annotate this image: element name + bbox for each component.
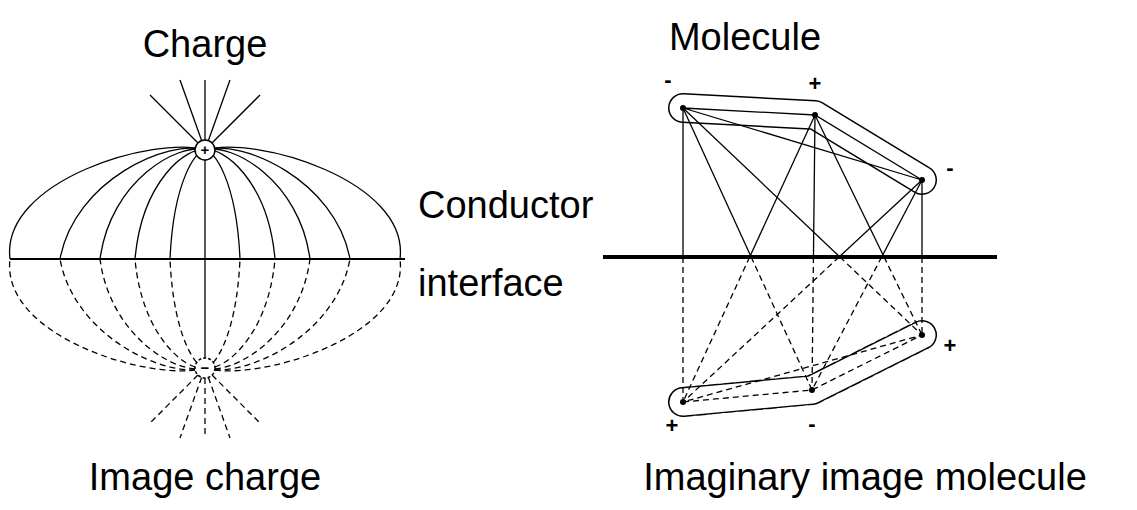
charge-sign: +	[666, 414, 679, 438]
image-field-line	[170, 259, 205, 368]
molecule-bond	[683, 108, 922, 180]
section-title: Molecule	[669, 17, 821, 59]
molecule-fill	[683, 108, 922, 180]
section-title: Charge	[143, 24, 268, 66]
atom-dot	[919, 177, 925, 183]
atom-dot	[680, 105, 686, 111]
field-line	[205, 147, 400, 259]
interaction-line	[921, 180, 922, 257]
conductor-line	[603, 255, 997, 259]
image-atom-dot	[809, 387, 815, 393]
image-field-line	[150, 368, 205, 423]
charge-sign: +	[201, 142, 210, 159]
image-field-line	[205, 259, 400, 371]
image-field-line	[205, 259, 240, 368]
field-line	[100, 149, 205, 259]
image-field-line	[205, 259, 350, 370]
image-field-line	[60, 259, 205, 370]
molecule-image	[603, 105, 997, 405]
image-field-line	[100, 259, 205, 369]
image-charge-circle	[195, 358, 215, 378]
field-line	[204, 150, 205, 368]
field-line	[170, 150, 205, 259]
conductor-line	[10, 258, 405, 260]
field-line	[205, 150, 275, 259]
image-interaction-line	[682, 257, 683, 402]
field-line	[180, 80, 205, 150]
image-interaction-line	[921, 257, 922, 335]
image-interaction-line	[812, 257, 882, 390]
interaction-line	[682, 108, 683, 257]
image-atom-dot	[680, 399, 686, 405]
field-line	[10, 147, 205, 259]
image-interaction-line	[884, 257, 922, 335]
image-field-line	[205, 368, 230, 438]
image-interaction-line	[812, 257, 813, 390]
image-field-line	[205, 368, 260, 423]
image-interaction-line	[751, 257, 812, 390]
charge-sign: +	[944, 334, 957, 358]
image-atom-dot	[919, 332, 925, 338]
interaction-line	[839, 180, 922, 257]
image-interaction-line	[683, 257, 839, 402]
interaction-line	[683, 108, 751, 257]
image-interaction-line	[840, 257, 922, 335]
image-field-line	[205, 259, 275, 368]
field-line	[205, 80, 230, 150]
charge-sign: -	[664, 68, 671, 92]
section-caption: Imaginary image molecule	[643, 457, 1087, 499]
charge-sign: −	[201, 360, 210, 377]
charge-sign: -	[808, 412, 815, 436]
field-line	[205, 149, 310, 259]
image-field-line	[205, 259, 310, 369]
charge-circle	[195, 140, 215, 160]
field-line	[205, 150, 240, 259]
interaction-line	[813, 115, 815, 257]
image-field-line	[180, 368, 205, 438]
field-line	[60, 148, 205, 259]
image-field-line	[135, 259, 205, 368]
field-line	[205, 148, 350, 259]
field-line	[205, 95, 260, 150]
field-line	[135, 150, 205, 259]
image-field-line	[10, 259, 205, 371]
interface-label: Conductor interface	[418, 166, 608, 322]
charge-field	[10, 80, 405, 438]
interaction-line	[683, 108, 840, 257]
molecule-outline	[683, 108, 922, 180]
section-caption: Image charge	[89, 457, 321, 499]
image-interaction-line	[683, 257, 750, 402]
field-line	[150, 95, 205, 150]
charge-sign: -	[946, 156, 953, 180]
charge-sign: +	[809, 72, 822, 96]
atom-dot	[812, 112, 818, 118]
interaction-line	[750, 115, 815, 257]
interaction-line	[882, 180, 922, 257]
image-molecule-bond	[683, 335, 922, 402]
